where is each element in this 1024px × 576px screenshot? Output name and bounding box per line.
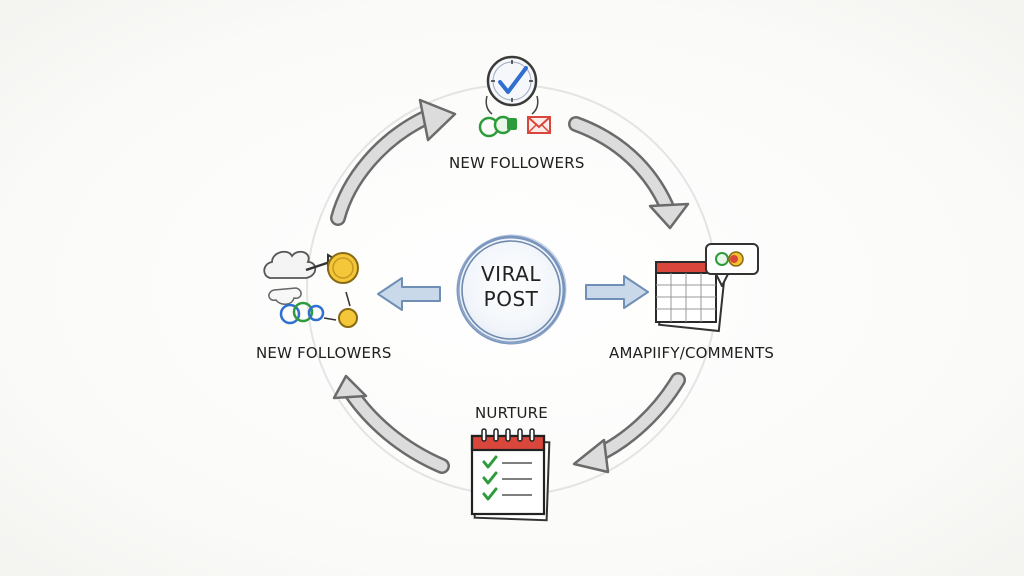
- chat-bubble-icon: [705, 243, 759, 287]
- blue-arrow-right: [585, 275, 649, 309]
- envelope-icon: [527, 116, 551, 134]
- cycle-arrow-bottom-left: [332, 374, 450, 474]
- blue-arrow-left: [377, 277, 441, 311]
- stage-label-bottom: NURTURE: [475, 404, 548, 422]
- clock-icon: [486, 55, 538, 107]
- cloud-icon: [263, 250, 317, 305]
- viral-post-line2: POST: [483, 287, 539, 311]
- viral-post-line1: VIRAL: [481, 262, 541, 286]
- checklist-calendar-icon: [470, 428, 551, 522]
- people-icon: [478, 115, 517, 138]
- link-icon: [279, 301, 337, 325]
- viral-post-label: VIRAL POST: [462, 262, 560, 312]
- stage-label-right: AMAPIIFY/COMMENTS: [609, 344, 775, 362]
- cycle-arrow-bottom-right: [572, 372, 686, 474]
- calendar-icon: [655, 261, 726, 333]
- stage-label-left: NEW FOLLOWERS: [256, 344, 392, 362]
- cycle-arrow-top-left: [330, 98, 457, 226]
- gold-coin-icon: [327, 252, 359, 328]
- checkmark-icon: [498, 66, 528, 94]
- cycle-arrow-top-right: [568, 116, 690, 230]
- viral-post-node: [456, 234, 567, 345]
- refresh-arrows-icon: [485, 95, 539, 115]
- stage-label-top: NEW FOLLOWERS: [449, 154, 585, 172]
